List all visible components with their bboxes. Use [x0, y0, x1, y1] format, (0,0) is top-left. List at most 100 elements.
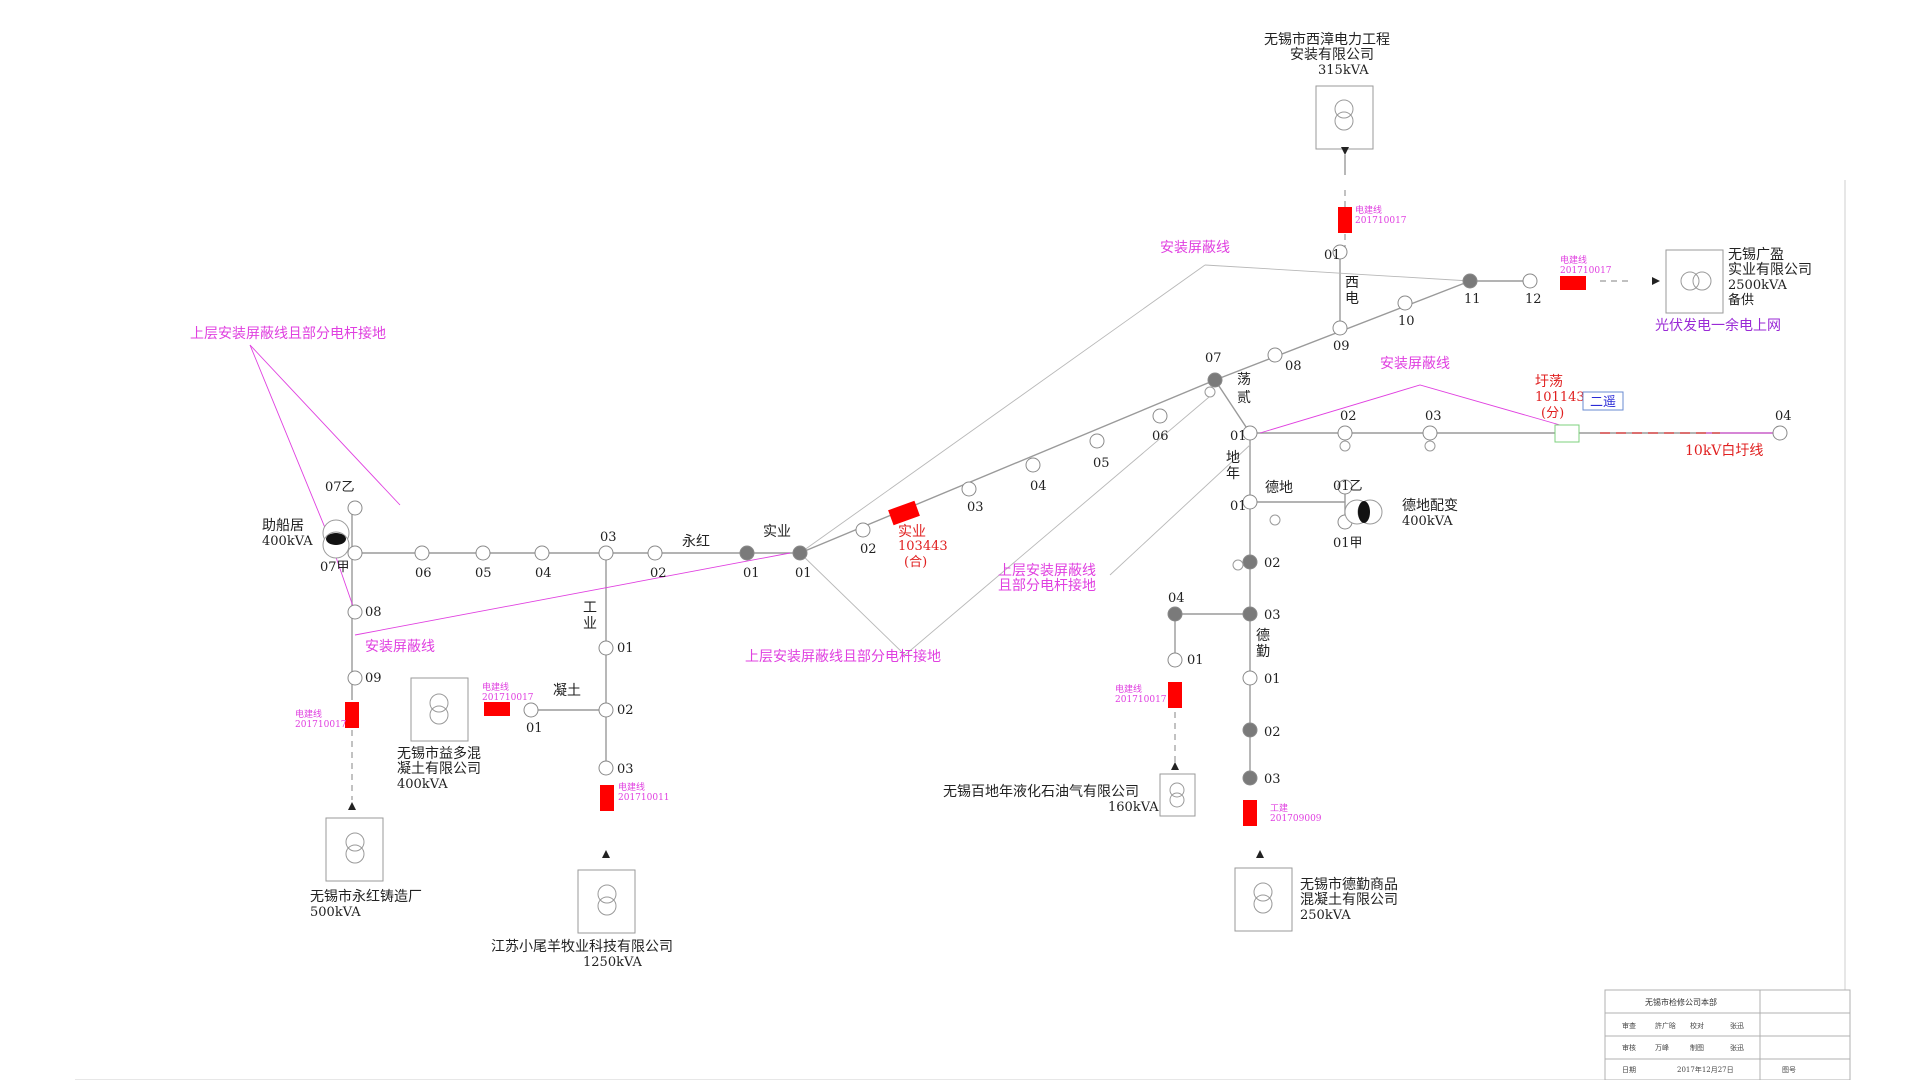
transformer-kva: 400kVA: [397, 777, 448, 792]
annotation-shield: 安装屏蔽线: [1380, 356, 1450, 372]
annotation-upper: 上层安装屏蔽线: [998, 563, 1096, 579]
pole-label: 04: [1775, 409, 1792, 424]
pole-r06: [1152, 408, 1168, 424]
transformer-name: 实业有限公司: [1728, 262, 1812, 278]
transformer-name: 无锡市永红铸造厂: [310, 888, 422, 905]
tb-cell: 許广晗: [1655, 1021, 1676, 1030]
line-label: 荡: [1237, 372, 1251, 388]
pole-yh05: [475, 545, 491, 561]
pole-r04: [1025, 457, 1041, 473]
pole-label: 02: [1340, 409, 1357, 424]
cable-tag-label: 工建: [1270, 802, 1288, 814]
transformer-name: 无锡市德勤商品: [1300, 876, 1398, 893]
ground-pole-icon: [1269, 514, 1281, 526]
annotation-upper: 上层安装屏蔽线且部分电杆接地: [745, 648, 941, 665]
tb-cell: 2017年12月27日: [1677, 1065, 1734, 1074]
pole-dqe03: [1242, 770, 1258, 786]
title-block: 无锡市检修公司本部 审查 許广晗 校对 张迅 审核 万峰 制图 张迅 日期 20…: [1604, 989, 1851, 1080]
cable-tag-label: 201709009: [1270, 814, 1322, 824]
pole-label: 08: [365, 605, 382, 620]
pole-label: 03: [1264, 772, 1281, 787]
line-label: 工: [583, 600, 597, 616]
pole-gy02: [598, 702, 614, 718]
cable-tag-block: [1168, 682, 1182, 708]
arrow-icon: [1171, 762, 1179, 770]
cable-tag-label: 201710011: [618, 793, 670, 803]
ground-pole-icon: [1204, 386, 1216, 398]
arrow-icon: [1341, 147, 1349, 155]
switch-shiye-icon: [888, 500, 920, 526]
pole-dd01: [1242, 494, 1258, 510]
pole-d07: [1207, 372, 1223, 388]
tb-cell: 审核: [1622, 1043, 1636, 1052]
pole-dq02: [1337, 425, 1353, 441]
tb-cell: 张迅: [1730, 1021, 1744, 1030]
transformer-xizhang: 无锡市西漳电力工程 安装有限公司 315kVA: [1264, 31, 1390, 155]
pole-label: 01: [526, 721, 543, 736]
switch-yudang-icon: [1554, 424, 1580, 443]
annotation-10kv: 10kV白圩线: [1685, 443, 1763, 459]
pole-w10: [1397, 295, 1413, 311]
pole-label: 05: [1093, 456, 1110, 471]
annotation-upper: 且部分电杆接地: [998, 577, 1096, 594]
pole-z07j: [347, 545, 363, 561]
transformer-name: 无锡百地年液化石油气有限公司: [943, 784, 1139, 800]
pole-w11: [1462, 273, 1478, 289]
arrow-icon: [602, 850, 610, 858]
pole-label: 01: [1187, 653, 1204, 668]
cable-tag-label: 电建线: [482, 681, 509, 693]
line-label: 贰: [1237, 389, 1251, 406]
transformer-xiaoweiyang: 江苏小尾羊牧业科技有限公司 1250kVA: [491, 850, 673, 970]
cable-tag-label: 电建线: [1560, 254, 1587, 266]
switch-yudang: 圩荡 101143 (分) 二遥: [1535, 374, 1624, 443]
pole-gy03: [598, 760, 614, 776]
transformer-name: 德地配变: [1402, 498, 1458, 514]
pole-label: 02: [617, 703, 634, 718]
transformer-yiduo: 无锡市益多混 凝土有限公司 400kVA: [397, 677, 481, 792]
pole-label: 07甲: [320, 560, 350, 575]
line-labels: 西 电 荡 贰 地 年 德地 实业 永红 工 业 凝土 德 勤: [553, 275, 1359, 699]
transformer-name: 凝土有限公司: [397, 761, 481, 777]
pole-label: 03: [1425, 409, 1442, 424]
pole-gy01: [598, 640, 614, 656]
transformer-baidinian: 无锡百地年液化石油气有限公司 160kVA: [943, 762, 1196, 817]
pole-label: 11: [1464, 292, 1481, 307]
transformer-name: 无锡广盈: [1728, 247, 1784, 263]
pole-label: 07: [1205, 351, 1222, 366]
cable-tag-block: [1560, 276, 1586, 290]
cable-tag-label: 201710017: [1355, 216, 1407, 226]
pole-label: 08: [1285, 359, 1302, 374]
transformer-yongzhu: 无锡市永红铸造厂 500kVA: [310, 802, 422, 920]
pole-label: 02: [1264, 725, 1281, 740]
transformer-deqin: 无锡市德勤商品 混凝土有限公司 250kVA: [1234, 850, 1398, 932]
pole-nt01: [523, 702, 539, 718]
pole-d08: [1267, 347, 1283, 363]
pole-w09: [1332, 320, 1348, 336]
pole-label: 01: [1230, 499, 1247, 514]
line-label: 德地: [1265, 480, 1293, 496]
line-label: 电: [1345, 291, 1359, 307]
cable-tag-label: 电建线: [618, 781, 645, 793]
line-label: 勤: [1256, 644, 1270, 660]
transformers-layer: 无锡市西漳电力工程 安装有限公司 315kVA 无锡广盈 实业有限公司 2500…: [262, 31, 1812, 970]
pole-yh06: [414, 545, 430, 561]
cable-tag-label: 电建线: [295, 708, 322, 720]
pole-label: 05: [475, 566, 492, 581]
pole-label: 02: [860, 542, 877, 557]
pole-z07y: [347, 500, 363, 516]
pole-label: 04: [1168, 591, 1185, 606]
cable-tag-block: [1243, 800, 1257, 826]
pole-dg01: [1242, 670, 1258, 686]
tb-cell: 万峰: [1655, 1043, 1669, 1052]
pole-z08: [347, 604, 363, 620]
pole-dd01y: [1337, 479, 1353, 495]
cable-tag-label: 201710017: [1560, 266, 1612, 276]
pole-dq04: [1772, 425, 1788, 441]
pole-label: 09: [365, 671, 382, 686]
dashed-service-lines: [351, 190, 1630, 800]
transformer-kva: 400kVA: [262, 534, 313, 549]
annotation-upper: 上层安装屏蔽线且部分电杆接地: [190, 325, 386, 342]
cable-tag-label: 电建线: [1355, 204, 1382, 216]
